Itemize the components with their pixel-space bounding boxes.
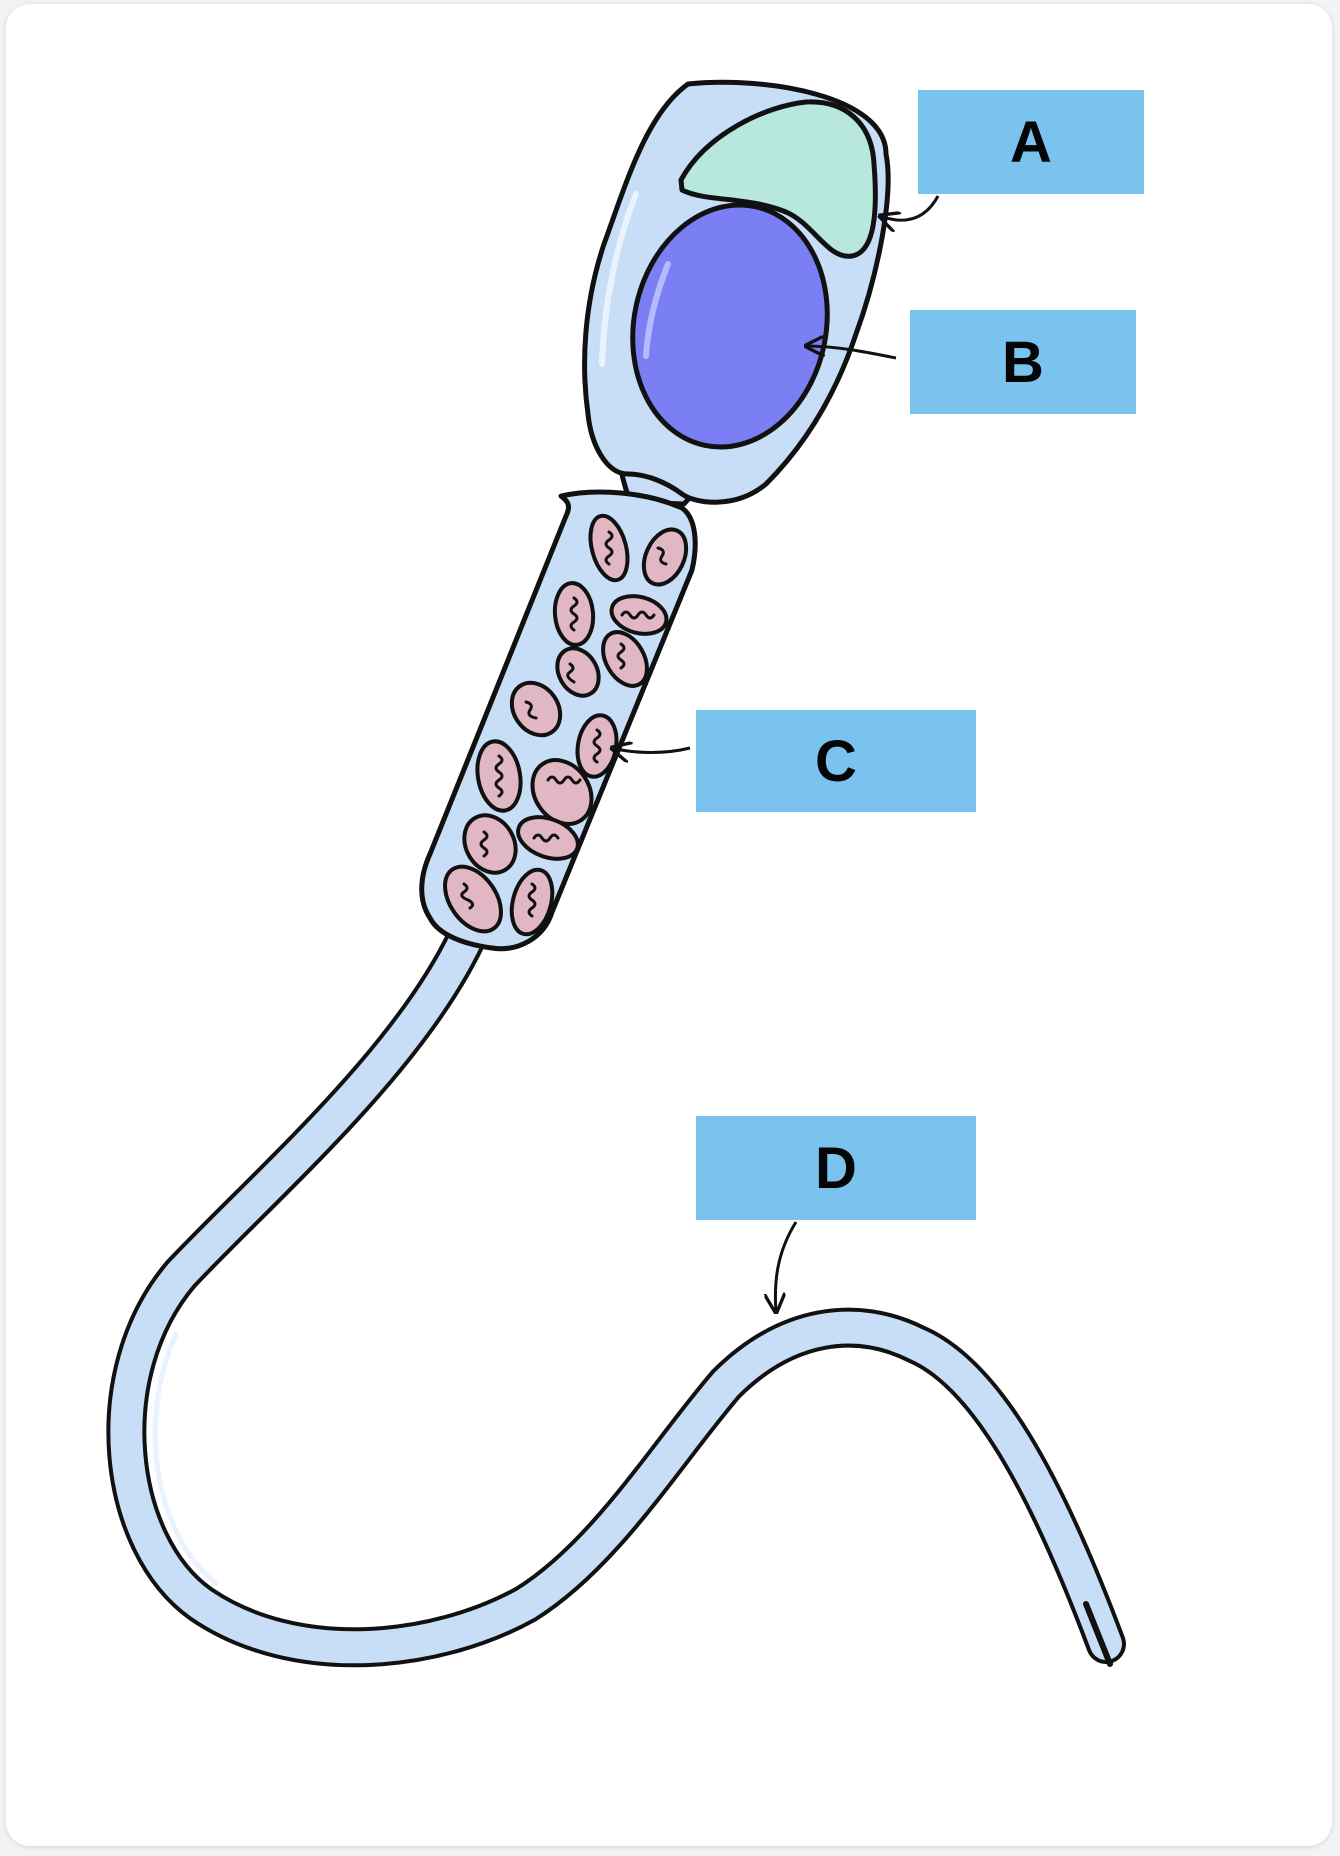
sperm-head [582, 79, 891, 505]
mitochondria-cristae [460, 530, 668, 918]
label-b: B [910, 310, 1136, 414]
flagellum-tail [106, 919, 1126, 1668]
sperm-cell-diagram [106, 79, 1126, 1668]
label-c: C [696, 710, 976, 812]
arrow-d [775, 1221, 798, 1312]
acrosome [678, 99, 878, 259]
arrow-a [880, 195, 940, 220]
label-a: A [918, 90, 1144, 194]
midpiece [419, 489, 698, 952]
diagram-card: A B C D [6, 4, 1332, 1846]
label-d: D [696, 1116, 976, 1220]
mitochondria-cluster [443, 513, 689, 937]
arrow-b [806, 346, 897, 360]
arrow-c [612, 748, 691, 753]
